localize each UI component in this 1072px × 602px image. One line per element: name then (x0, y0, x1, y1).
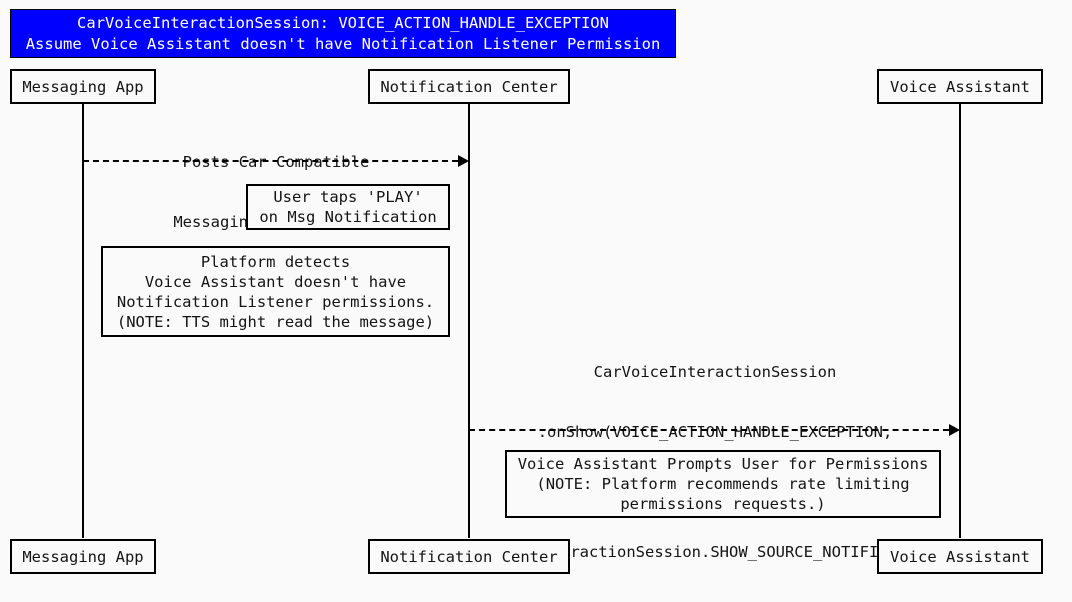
message-label-line-4: VoiceInteractionSession.SHOW_SOURCE_NOTI… (486, 543, 944, 561)
participant-label: Notification Center (380, 547, 558, 566)
message-arrow-posts-notification (83, 160, 458, 162)
participant-messaging-app-bottom[interactable]: Messaging App (10, 539, 156, 574)
participant-label: Messaging App (22, 77, 144, 96)
participant-notification-center-top[interactable]: Notification Center (368, 69, 570, 104)
lifeline-voice-assistant (959, 104, 961, 538)
participant-label: Notification Center (380, 77, 558, 96)
participant-label: Voice Assistant (890, 77, 1030, 96)
note-line-3: permissions requests.) (620, 495, 826, 513)
diagram-title-line-2: Assume Voice Assistant doesn't have Noti… (25, 34, 661, 53)
note-line-2: Voice Assistant doesn't have (144, 272, 407, 291)
lifeline-messaging-app (82, 104, 84, 538)
lifeline-notification-center (468, 104, 470, 538)
message-arrow-onshow (469, 429, 949, 431)
note-prompts-permissions: Voice Assistant Prompts User for Permiss… (505, 450, 941, 518)
note-user-taps-play: User taps 'PLAY' on Msg Notification (246, 184, 450, 230)
diagram-title-banner: CarVoiceInteractionSession: VOICE_ACTION… (10, 9, 676, 58)
note-line-3: Notification Listener permissions. (116, 292, 435, 311)
note-line-2: (NOTE: Platform recommends rate limiting (536, 475, 910, 493)
arrowhead-posts-notification-icon (458, 155, 469, 167)
note-line-1: User taps 'PLAY' (273, 188, 423, 206)
note-platform-detects: Platform detects Voice Assistant doesn't… (101, 246, 450, 337)
participant-voice-assistant-top[interactable]: Voice Assistant (877, 69, 1043, 104)
participant-voice-assistant-bottom[interactable]: Voice Assistant (877, 539, 1043, 574)
message-label-line-1: Posts Car Compatible (182, 153, 370, 171)
arrowhead-onshow-icon (949, 424, 960, 436)
note-line-1: Voice Assistant Prompts User for Permiss… (517, 455, 929, 473)
note-line-1: Platform detects (200, 252, 351, 271)
participant-messaging-app-top[interactable]: Messaging App (10, 69, 156, 104)
participant-notification-center-bottom[interactable]: Notification Center (368, 539, 570, 574)
participant-label: Messaging App (22, 547, 144, 566)
note-line-4: (NOTE: TTS might read the message) (116, 312, 435, 331)
message-label-line-1: CarVoiceInteractionSession (593, 363, 837, 381)
message-label-line-2: .onShow(VOICE_ACTION_HANDLE_EXCEPTION, (537, 423, 893, 441)
diagram-title-line-1: CarVoiceInteractionSession: VOICE_ACTION… (77, 13, 609, 32)
note-line-2: on Msg Notification (259, 208, 437, 226)
participant-label: Voice Assistant (890, 547, 1030, 566)
